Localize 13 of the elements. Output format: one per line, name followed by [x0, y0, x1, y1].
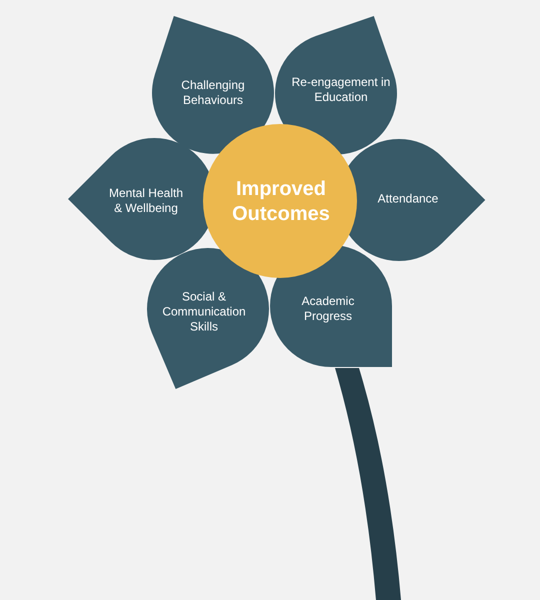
petal-label: Attendance: [378, 192, 438, 206]
petal-label: Academic Progress: [300, 294, 356, 324]
petal-label: Challenging Behaviours: [180, 78, 246, 108]
petal-shape: [270, 245, 392, 367]
petal-label: Mental Health & Wellbeing: [108, 186, 184, 216]
petal-shape: [152, 16, 274, 154]
flower-stem: [335, 368, 401, 600]
petal-shape: [68, 138, 208, 260]
petal-label: Social & Communication Skills: [161, 290, 247, 334]
center-label: Improved Outcomes: [231, 177, 331, 227]
petal-label: Re-engagement in Education: [290, 74, 392, 105]
petal-shape: [147, 248, 269, 389]
petal-shape: [349, 139, 486, 261]
